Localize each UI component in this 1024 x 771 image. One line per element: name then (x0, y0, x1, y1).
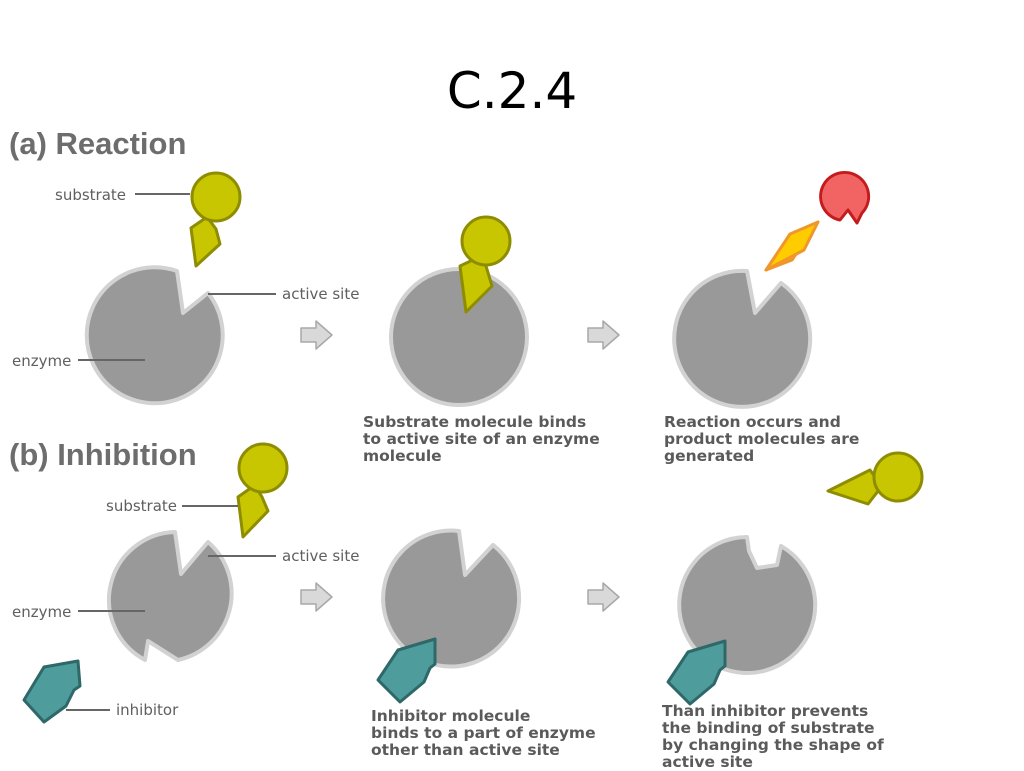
right-arrow-icon (587, 320, 620, 350)
product-diamond (764, 220, 820, 272)
enzyme-label: enzyme (12, 352, 72, 370)
substrate-head (872, 451, 924, 503)
active-site-label: active site (282, 547, 360, 565)
inhibition-heading: (b) Inhibition (9, 437, 197, 472)
right-arrow-icon (300, 582, 333, 612)
inhibitor-label: inhibitor (116, 701, 179, 719)
substrate-molecule (236, 483, 270, 539)
substrate-head (237, 442, 289, 494)
binding-caption: Substrate molecule binds to active site … (363, 413, 600, 465)
substrate-molecule (189, 215, 222, 268)
enzyme-shape (672, 268, 813, 409)
reaction-heading: (a) Reaction (9, 126, 187, 161)
inhibitor-molecule (376, 637, 437, 704)
substrate-head (460, 215, 512, 267)
enzyme-shape (381, 528, 522, 669)
enzyme-shape (106, 530, 234, 662)
inhibitor-effect-caption: Than inhibitor prevents the binding of s… (662, 702, 884, 771)
substrate-label: substrate (106, 497, 178, 515)
enzyme-shape (389, 267, 529, 407)
right-arrow-icon (587, 582, 620, 612)
enzyme-shape (84, 265, 225, 406)
inhibitor-binding-caption: Inhibitor molecule binds to a part of en… (371, 707, 596, 759)
inhibitor-molecule (22, 659, 82, 724)
slide-title: C.2.4 (446, 62, 578, 120)
product-pacman (819, 170, 871, 225)
product-caption: Reaction occurs and product molecules ar… (664, 413, 860, 465)
substrate-head (190, 171, 242, 223)
substrate-label: substrate (55, 186, 127, 204)
inhibitor-molecule (666, 639, 727, 706)
active-site-label: active site (282, 285, 360, 303)
enzyme-label: enzyme (12, 603, 72, 621)
right-arrow-icon (300, 320, 333, 350)
